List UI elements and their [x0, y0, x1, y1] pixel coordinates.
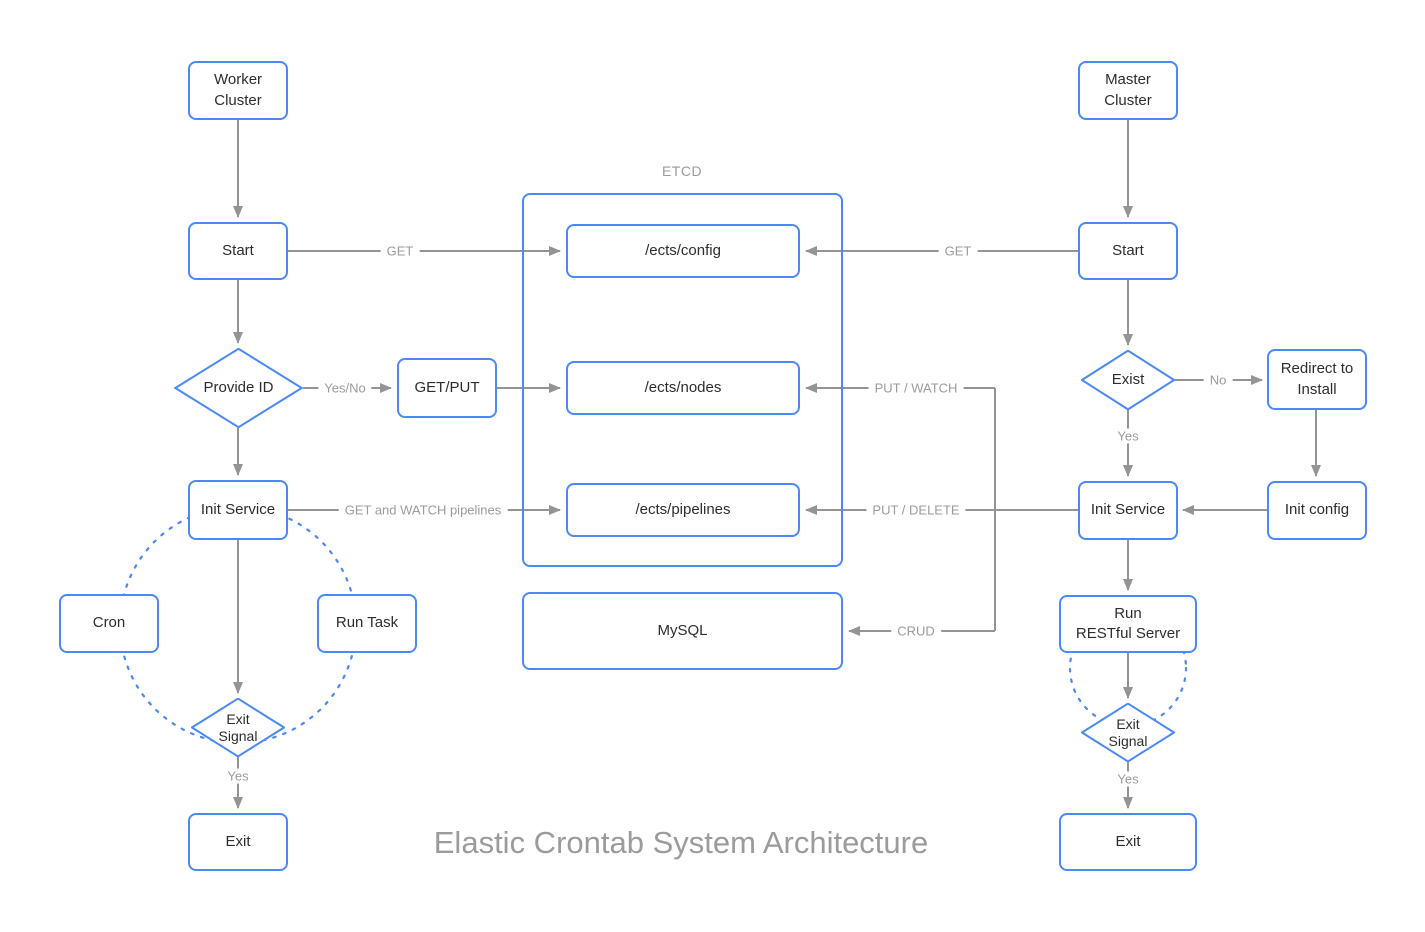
node-cron: Cron [59, 594, 159, 653]
node-label: Master Cluster [1104, 71, 1152, 109]
diagram-title: Elastic Crontab System Architecture [433, 825, 929, 860]
diamond-shape [174, 348, 303, 428]
node-exit-master: Exit [1059, 813, 1197, 871]
edge-label-no: No [1203, 372, 1233, 388]
node-mysql: MySQL [522, 592, 843, 670]
node-label: Init config [1284, 501, 1350, 519]
node-label: Run RESTful Server [1075, 604, 1181, 642]
diamond-shape [1081, 350, 1175, 410]
edge-label-put-watch: PUT / WATCH [868, 380, 964, 396]
edge-label-yes-master-exit: Yes [1111, 771, 1145, 787]
node-label: Start [222, 241, 254, 259]
node-provide-id: Provide ID [174, 348, 303, 428]
diamond-shape [1081, 703, 1175, 762]
node-label: Exit Signal [1108, 715, 1148, 749]
node-label: GET/PUT [414, 378, 480, 396]
node-start-worker: Start [188, 222, 288, 280]
diamond-shape [191, 698, 285, 757]
edge-label-get-watch-pipelines: GET and WATCH pipelines [338, 502, 508, 518]
node-label: Exit [1115, 832, 1141, 850]
node-label: /ects/pipelines [635, 500, 731, 518]
node-init-service-master: Init Service [1078, 481, 1178, 540]
node-label: Redirect to Install [1280, 360, 1354, 398]
node-redirect-install: Redirect to Install [1267, 349, 1367, 410]
node-label: Provide ID [203, 378, 274, 396]
node-start-master: Start [1078, 222, 1178, 280]
node-label: Init Service [200, 500, 276, 518]
node-get-put: GET/PUT [397, 358, 497, 418]
node-label: Start [1112, 241, 1144, 259]
node-master-cluster: Master Cluster [1078, 61, 1178, 120]
node-label: /ects/config [645, 241, 721, 259]
edge-label-yes-no: Yes/No [318, 380, 372, 396]
node-ects-nodes: /ects/nodes [566, 361, 800, 415]
node-run-task: Run Task [317, 594, 417, 653]
node-label: Exit [225, 832, 251, 850]
edge-label-yes-exist: Yes [1111, 428, 1145, 444]
edge-label-worker-get: GET [380, 243, 420, 259]
node-label: Cron [92, 614, 126, 632]
node-label: /ects/nodes [644, 378, 722, 396]
node-exist: Exist [1081, 350, 1175, 410]
edge-label-master-get: GET [938, 243, 978, 259]
node-label: Run Task [335, 614, 399, 632]
node-exit-signal-master: Exit Signal [1081, 703, 1175, 762]
node-ects-config: /ects/config [566, 224, 800, 278]
node-label: Init Service [1090, 501, 1166, 519]
node-label: MySQL [657, 621, 708, 639]
node-init-config: Init config [1267, 481, 1367, 540]
node-exit-worker: Exit [188, 813, 288, 871]
etcd-group-container [522, 193, 843, 567]
edge-label-put-delete: PUT / DELETE [866, 502, 966, 518]
edge-label-crud: CRUD [891, 623, 941, 639]
node-worker-cluster: Worker Cluster [188, 61, 288, 120]
node-ects-pipelines: /ects/pipelines [566, 483, 800, 537]
node-exit-signal-worker: Exit Signal [191, 698, 285, 757]
edge-label-yes-worker-exit: Yes [221, 768, 255, 784]
node-label: Worker Cluster [213, 71, 263, 109]
node-label: Exist [1111, 370, 1145, 388]
node-run-restful-server: Run RESTful Server [1059, 595, 1197, 653]
node-label: Exit Signal [218, 710, 258, 744]
etcd-group-label: ETCD [661, 163, 703, 179]
node-init-service-worker: Init Service [188, 480, 288, 540]
